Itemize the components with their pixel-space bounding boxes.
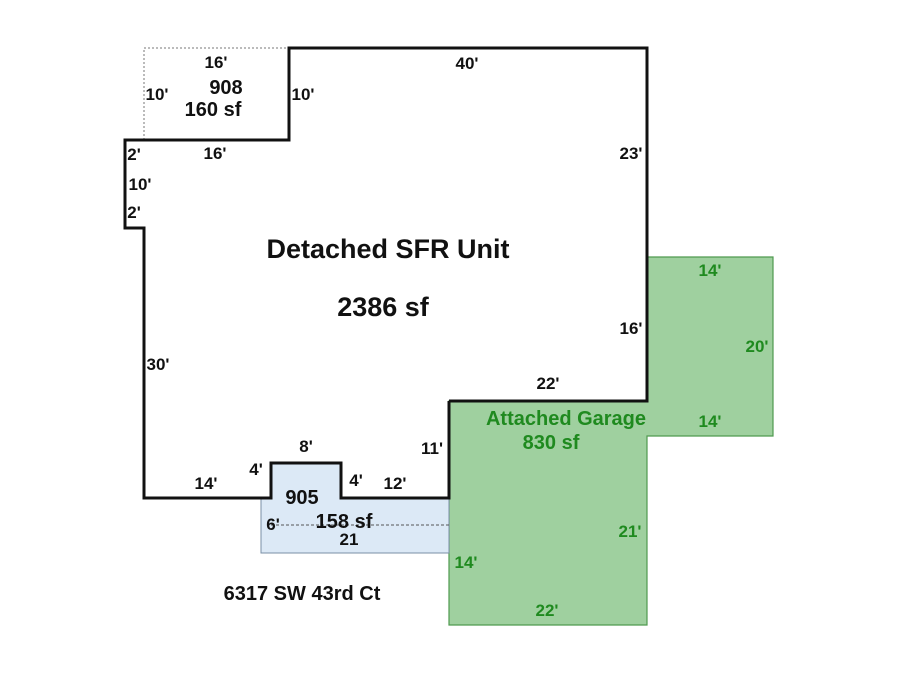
main-unit-area: 2386 sf	[337, 292, 430, 322]
dim-garage-bottom: 22'	[536, 601, 559, 620]
garage-area-shape	[448, 256, 774, 626]
dim-garage-left-shared: 11'	[421, 439, 443, 458]
dim-lower-left: 6'	[266, 515, 280, 534]
main-unit-title: Detached SFR Unit	[266, 234, 509, 264]
dim-bottom-left: 14'	[195, 474, 218, 493]
dim-garage-right-lower: 21'	[619, 522, 642, 541]
lower-addition-area: 158 sf	[316, 511, 373, 533]
dim-main-left: 30'	[147, 355, 170, 374]
upper-addition-code: 908	[209, 77, 242, 99]
dim-garage-ext-top: 14'	[699, 261, 722, 280]
lower-addition-code: 905	[285, 487, 318, 509]
dim-notch-left: 4'	[249, 460, 263, 479]
main-unit-outline	[123, 46, 649, 500]
dim-lower-overlap: 21	[340, 530, 359, 549]
property-address: 6317 SW 43rd Ct	[224, 583, 381, 605]
dim-step-2b: 2'	[127, 203, 141, 222]
dim-main-right-mid: 16'	[620, 319, 643, 338]
dim-garage-top-shared: 22'	[537, 374, 560, 393]
dim-bottom-mid: 12'	[384, 474, 407, 493]
dim-step-top: 16'	[204, 144, 227, 163]
dim-main-top: 40'	[456, 54, 479, 73]
dim-step-10: 10'	[129, 175, 152, 194]
upper-addition-dotted-outline	[143, 47, 289, 140]
dim-notch-right: 4'	[349, 471, 363, 490]
dim-upper-left: 10'	[146, 85, 169, 104]
dim-notch-top: 8'	[299, 437, 313, 456]
dim-upper-top: 16'	[205, 53, 228, 72]
garage-area: 830 sf	[523, 432, 580, 454]
dim-step-2a: 2'	[127, 145, 141, 164]
dim-garage-ext-right: 20'	[746, 337, 769, 356]
upper-addition-area: 160 sf	[185, 99, 242, 121]
dim-garage-ext-bottom: 14'	[699, 412, 722, 431]
dim-garage-left-lower: 14'	[455, 553, 478, 572]
dim-upper-right: 10'	[292, 85, 315, 104]
garage-title: Attached Garage	[486, 408, 646, 430]
dim-main-right-top: 23'	[620, 144, 643, 163]
